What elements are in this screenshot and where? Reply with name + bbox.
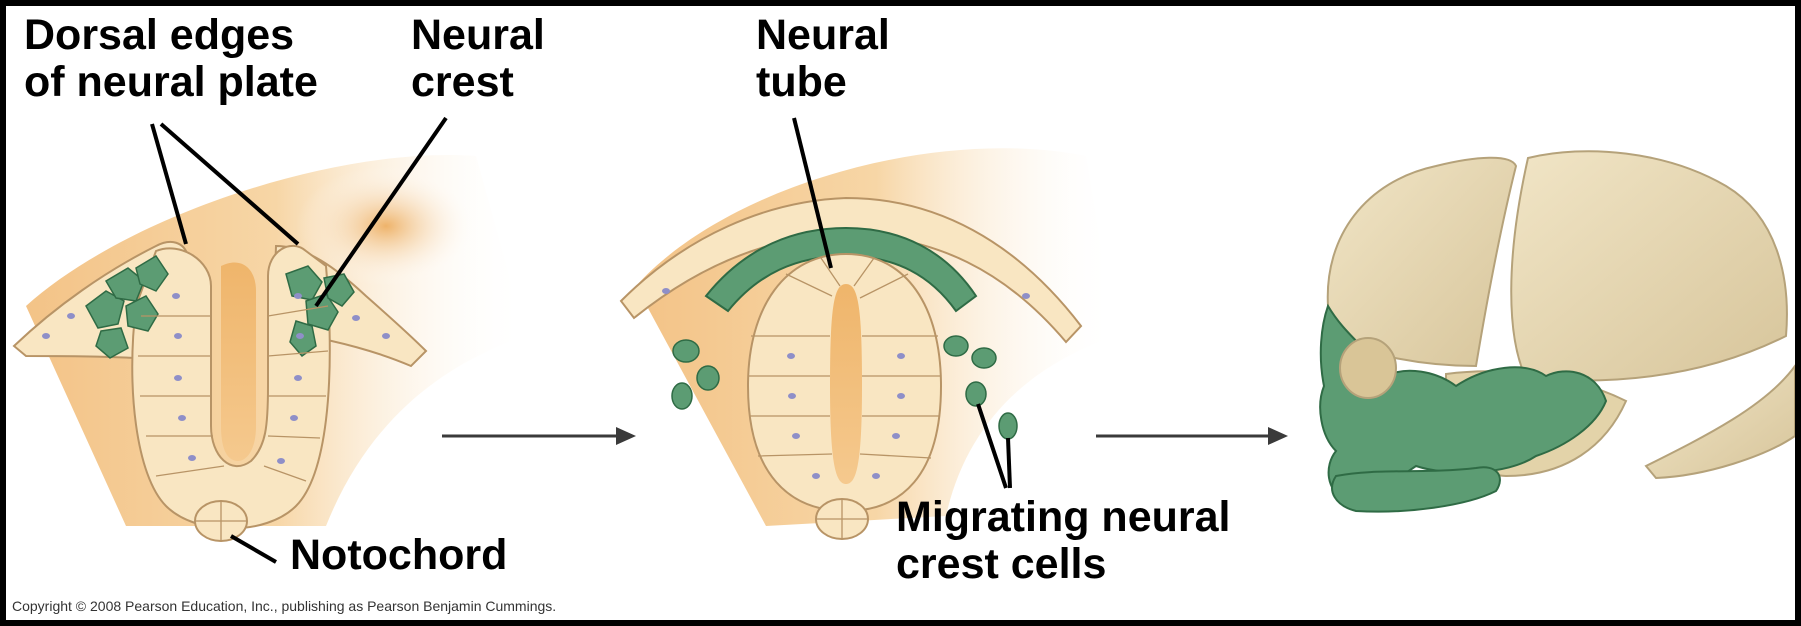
skull-orbit	[1340, 338, 1396, 398]
panel-neural-plate	[14, 118, 526, 562]
skull-frontal-bone	[1328, 158, 1516, 366]
neural-tube-lumen	[830, 284, 862, 484]
skull-parietal-bone	[1511, 151, 1787, 380]
panel-neural-tube	[621, 118, 1116, 539]
neural-groove-lumen	[221, 262, 256, 461]
label-notochord: Notochord	[290, 532, 507, 579]
notochord-2	[816, 499, 868, 539]
label-migrating-crest-cells: Migrating neural crest cells	[896, 494, 1230, 588]
right-arrow-icon	[616, 427, 636, 445]
panel-skull	[1320, 151, 1795, 511]
label-neural-tube: Neural tube	[756, 12, 890, 106]
arrow-1	[442, 427, 636, 445]
arrow-2	[1096, 427, 1288, 445]
skull-occipital-bone	[1646, 366, 1795, 478]
copyright-notice: Copyright © 2008 Pearson Education, Inc.…	[12, 598, 556, 614]
right-arrow-icon	[1268, 427, 1288, 445]
label-neural-crest: Neural crest	[411, 12, 545, 106]
skull-mandible	[1332, 467, 1500, 511]
label-dorsal-edges: Dorsal edges of neural plate	[24, 12, 318, 106]
diagram-canvas: Dorsal edges of neural plate Neural cres…	[6, 6, 1795, 620]
notochord-1	[195, 501, 247, 541]
